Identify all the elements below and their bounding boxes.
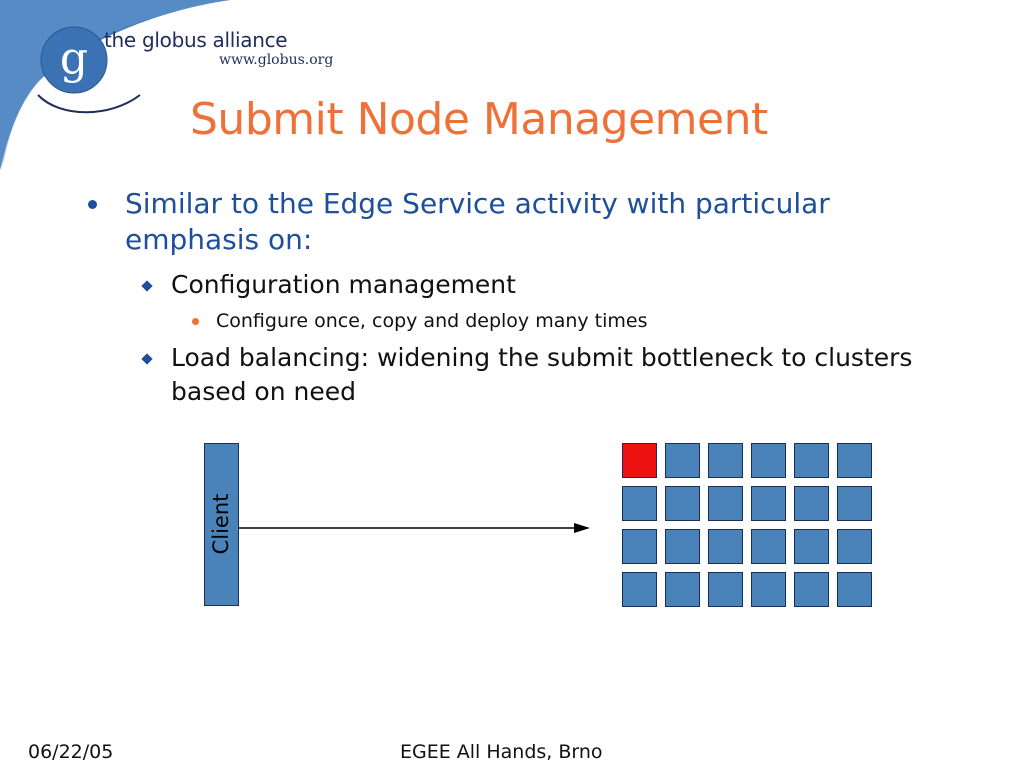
node-cell — [837, 529, 872, 564]
globus-logo-circle: g — [40, 26, 108, 94]
node-cell — [622, 572, 657, 607]
logo-letter: g — [60, 33, 88, 84]
arrowhead-icon — [574, 523, 590, 533]
bullet-sub-1: Configuration management — [171, 270, 516, 299]
node-cell — [751, 529, 786, 564]
node-cell — [837, 443, 872, 478]
bullet-subsub-1: Configure once, copy and deploy many tim… — [216, 310, 648, 332]
node-cell — [794, 572, 829, 607]
node-cell — [708, 486, 743, 521]
node-cell — [708, 443, 743, 478]
node-cell-highlighted — [622, 443, 657, 478]
node-cell — [622, 529, 657, 564]
logo-url: www.globus.org — [219, 52, 334, 68]
slide-title: Submit Node Management — [190, 94, 768, 145]
logo-name: the globus alliance — [104, 28, 288, 52]
cluster-node-grid — [622, 443, 872, 607]
bullet-diamond-icon — [141, 353, 153, 365]
bullet-sub-2: Load balancing: widening the submit bott… — [171, 343, 913, 406]
node-cell — [751, 486, 786, 521]
node-cell — [751, 572, 786, 607]
client-label: Client — [209, 493, 233, 555]
node-cell — [665, 486, 700, 521]
footer-date: 06/22/05 — [28, 741, 114, 763]
node-cell — [622, 486, 657, 521]
bullet-dot-icon — [88, 200, 97, 209]
node-cell — [837, 572, 872, 607]
node-cell — [665, 529, 700, 564]
node-cell — [837, 486, 872, 521]
node-cell — [794, 443, 829, 478]
node-cell — [708, 529, 743, 564]
node-cell — [794, 486, 829, 521]
node-cell — [665, 443, 700, 478]
footer-event: EGEE All Hands, Brno — [400, 741, 603, 763]
node-cell — [708, 572, 743, 607]
client-box — [204, 443, 239, 606]
node-cell — [794, 529, 829, 564]
node-cell — [751, 443, 786, 478]
bullet-diamond-icon — [141, 280, 153, 292]
bullet-main: Similar to the Edge Service activity wit… — [125, 187, 830, 256]
bullet-dot-icon — [192, 318, 199, 325]
node-cell — [665, 572, 700, 607]
